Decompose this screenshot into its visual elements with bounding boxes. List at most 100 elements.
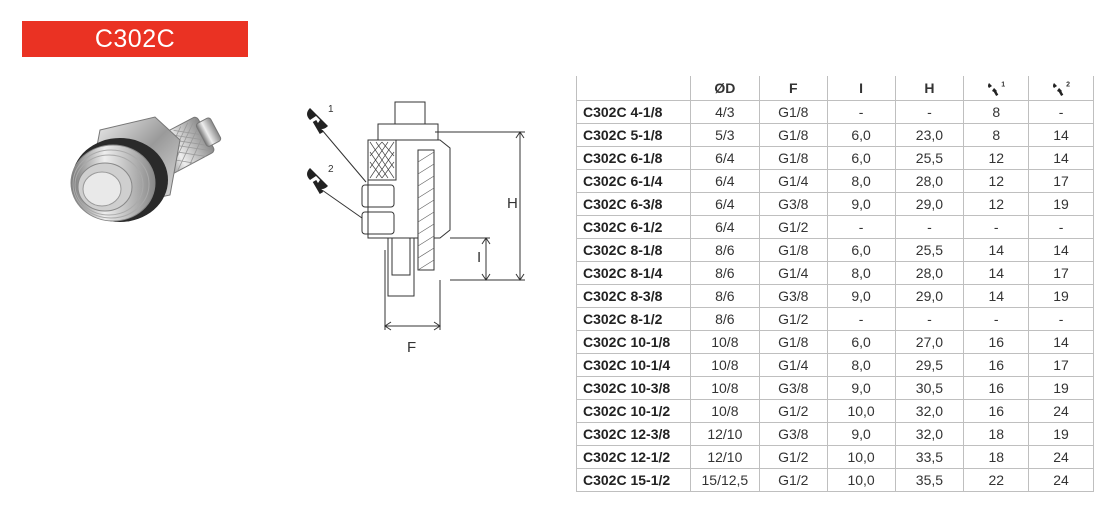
table-cell: 6,0 (826, 330, 896, 354)
table-cell: 9,0 (826, 376, 896, 400)
table-cell: G1/8 (758, 238, 828, 262)
table-cell: 10,0 (826, 445, 896, 469)
table-cell: 16 (963, 353, 1030, 377)
table-cell: 12 (963, 192, 1030, 216)
table-cell: G1/2 (758, 307, 828, 331)
table-cell: 27,0 (894, 330, 965, 354)
product-code-cell: C302C 8-1/2 (576, 307, 691, 331)
table-cell: 12/10 (689, 445, 760, 469)
table-cell: 32,0 (894, 422, 965, 446)
table-cell: 6/4 (689, 146, 760, 170)
table-cell: 24 (1028, 399, 1094, 423)
table-cell: - (963, 215, 1030, 239)
table-cell: 29,0 (894, 284, 965, 308)
header-wrench-1-number: 1 (1001, 81, 1006, 89)
product-code-cell: C302C 6-3/8 (576, 192, 691, 216)
table-cell: 19 (1028, 376, 1094, 400)
table-cell: - (1028, 100, 1094, 124)
table-cell: 6,0 (826, 123, 896, 147)
table-cell: 10/8 (689, 353, 760, 377)
product-code-cell: C302C 8-3/8 (576, 284, 691, 308)
table-cell: 8 (963, 100, 1030, 124)
table-cell: G3/8 (758, 192, 828, 216)
wrench-1-number: 1 (328, 104, 334, 115)
header-od: ØD (689, 76, 760, 101)
table-cell: 33,5 (894, 445, 965, 469)
product-code-cell: C302C 6-1/4 (576, 169, 691, 193)
table-cell: 19 (1028, 192, 1094, 216)
table-cell: 29,5 (894, 353, 965, 377)
table-cell: - (826, 215, 896, 239)
table-cell: 24 (1028, 468, 1094, 492)
table-cell: 10/8 (689, 330, 760, 354)
table-cell: G1/4 (758, 261, 828, 285)
table-cell: G1/8 (758, 330, 828, 354)
table-cell: - (894, 100, 965, 124)
table-cell: 9,0 (826, 284, 896, 308)
header-code (576, 76, 691, 101)
wrench-icon (1053, 82, 1064, 96)
table-cell: 9,0 (826, 422, 896, 446)
table-cell: 6/4 (689, 192, 760, 216)
table-cell: G3/8 (758, 376, 828, 400)
table-cell: G3/8 (758, 284, 828, 308)
product-code-cell: C302C 10-1/2 (576, 399, 691, 423)
product-code-cell: C302C 10-3/8 (576, 376, 691, 400)
dimension-f-label: F (407, 339, 416, 356)
table-cell: 16 (963, 376, 1030, 400)
product-code-cell: C302C 12-3/8 (576, 422, 691, 446)
table-cell: 12/10 (689, 422, 760, 446)
product-code-cell: C302C 10-1/4 (576, 353, 691, 377)
table-cell: 19 (1028, 422, 1094, 446)
table-cell: G1/2 (758, 468, 828, 492)
product-code-cell: C302C 12-1/2 (576, 445, 691, 469)
fitting-photo (70, 116, 222, 222)
header-wrench-2-number: 2 (1066, 81, 1071, 89)
product-code-cell: C302C 6-1/8 (576, 146, 691, 170)
table-cell: 12 (963, 146, 1030, 170)
product-code-cell: C302C 8-1/8 (576, 238, 691, 262)
table-cell: 14 (963, 284, 1030, 308)
header-h: H (894, 76, 965, 101)
table-cell: - (826, 307, 896, 331)
table-cell: - (894, 307, 965, 331)
product-title: C302C (94, 25, 176, 53)
table-header-row: ØD F I H 1 2 (576, 76, 1094, 101)
table-cell: 17 (1028, 169, 1094, 193)
table-cell: 22 (963, 468, 1030, 492)
table-cell: 5/3 (689, 123, 760, 147)
table-cell: G1/8 (758, 123, 828, 147)
product-code-cell: C302C 8-1/4 (576, 261, 691, 285)
technical-drawing: 1 2 H I F (307, 101, 525, 356)
table-cell: - (826, 100, 896, 124)
table-cell: 8,0 (826, 353, 896, 377)
table-cell: 6,0 (826, 238, 896, 262)
table-cell: 35,5 (894, 468, 965, 492)
table-cell: G1/2 (758, 215, 828, 239)
table-cell: 14 (1028, 146, 1094, 170)
product-code-cell: C302C 15-1/2 (576, 468, 691, 492)
table-cell: 24 (1028, 445, 1094, 469)
table-cell: G1/4 (758, 169, 828, 193)
table-cell: 25,5 (894, 146, 965, 170)
table-cell: 14 (963, 238, 1030, 262)
product-code-cell: C302C 6-1/2 (576, 215, 691, 239)
table-cell: 8/6 (689, 238, 760, 262)
table-cell: 15/12,5 (689, 468, 760, 492)
table-cell: 10/8 (689, 399, 760, 423)
dimension-i-label: I (477, 249, 481, 266)
table-cell: G1/2 (758, 445, 828, 469)
table-cell: 10,0 (826, 399, 896, 423)
table-cell: 30,5 (894, 376, 965, 400)
table-cell: - (963, 307, 1030, 331)
table-cell: 18 (963, 445, 1030, 469)
table-cell: 12 (963, 169, 1030, 193)
